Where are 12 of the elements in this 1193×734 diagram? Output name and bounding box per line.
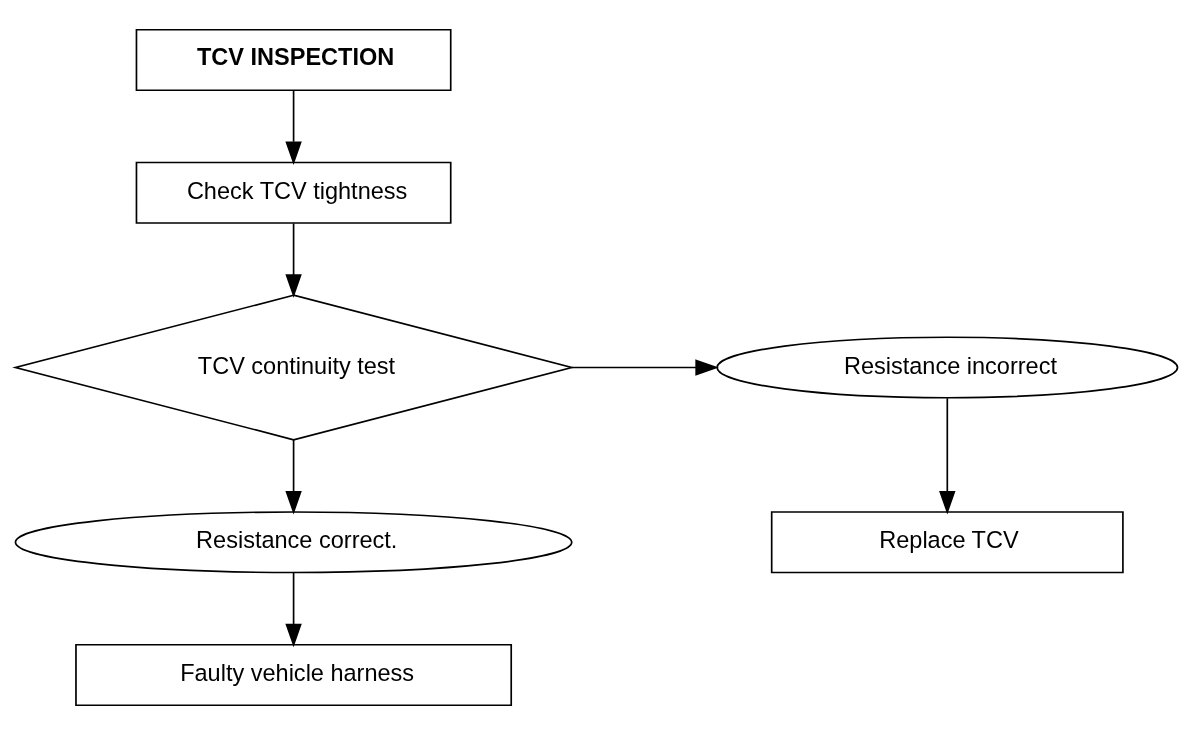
node-box: Faulty vehicle harness <box>75 643 513 706</box>
arrow <box>285 222 302 298</box>
node-ellipse: Resistance correct. <box>14 510 573 573</box>
arrow <box>285 438 302 514</box>
node-box: Replace TCV <box>770 510 1124 573</box>
arrow <box>285 571 302 647</box>
arrow <box>939 396 956 514</box>
node-box: Check TCV tightness <box>135 161 452 224</box>
arrow <box>285 89 302 165</box>
node-box: TCV INSPECTION <box>135 28 452 91</box>
arrow <box>571 358 719 376</box>
node-ellipse: Resistance incorrect <box>716 335 1179 399</box>
